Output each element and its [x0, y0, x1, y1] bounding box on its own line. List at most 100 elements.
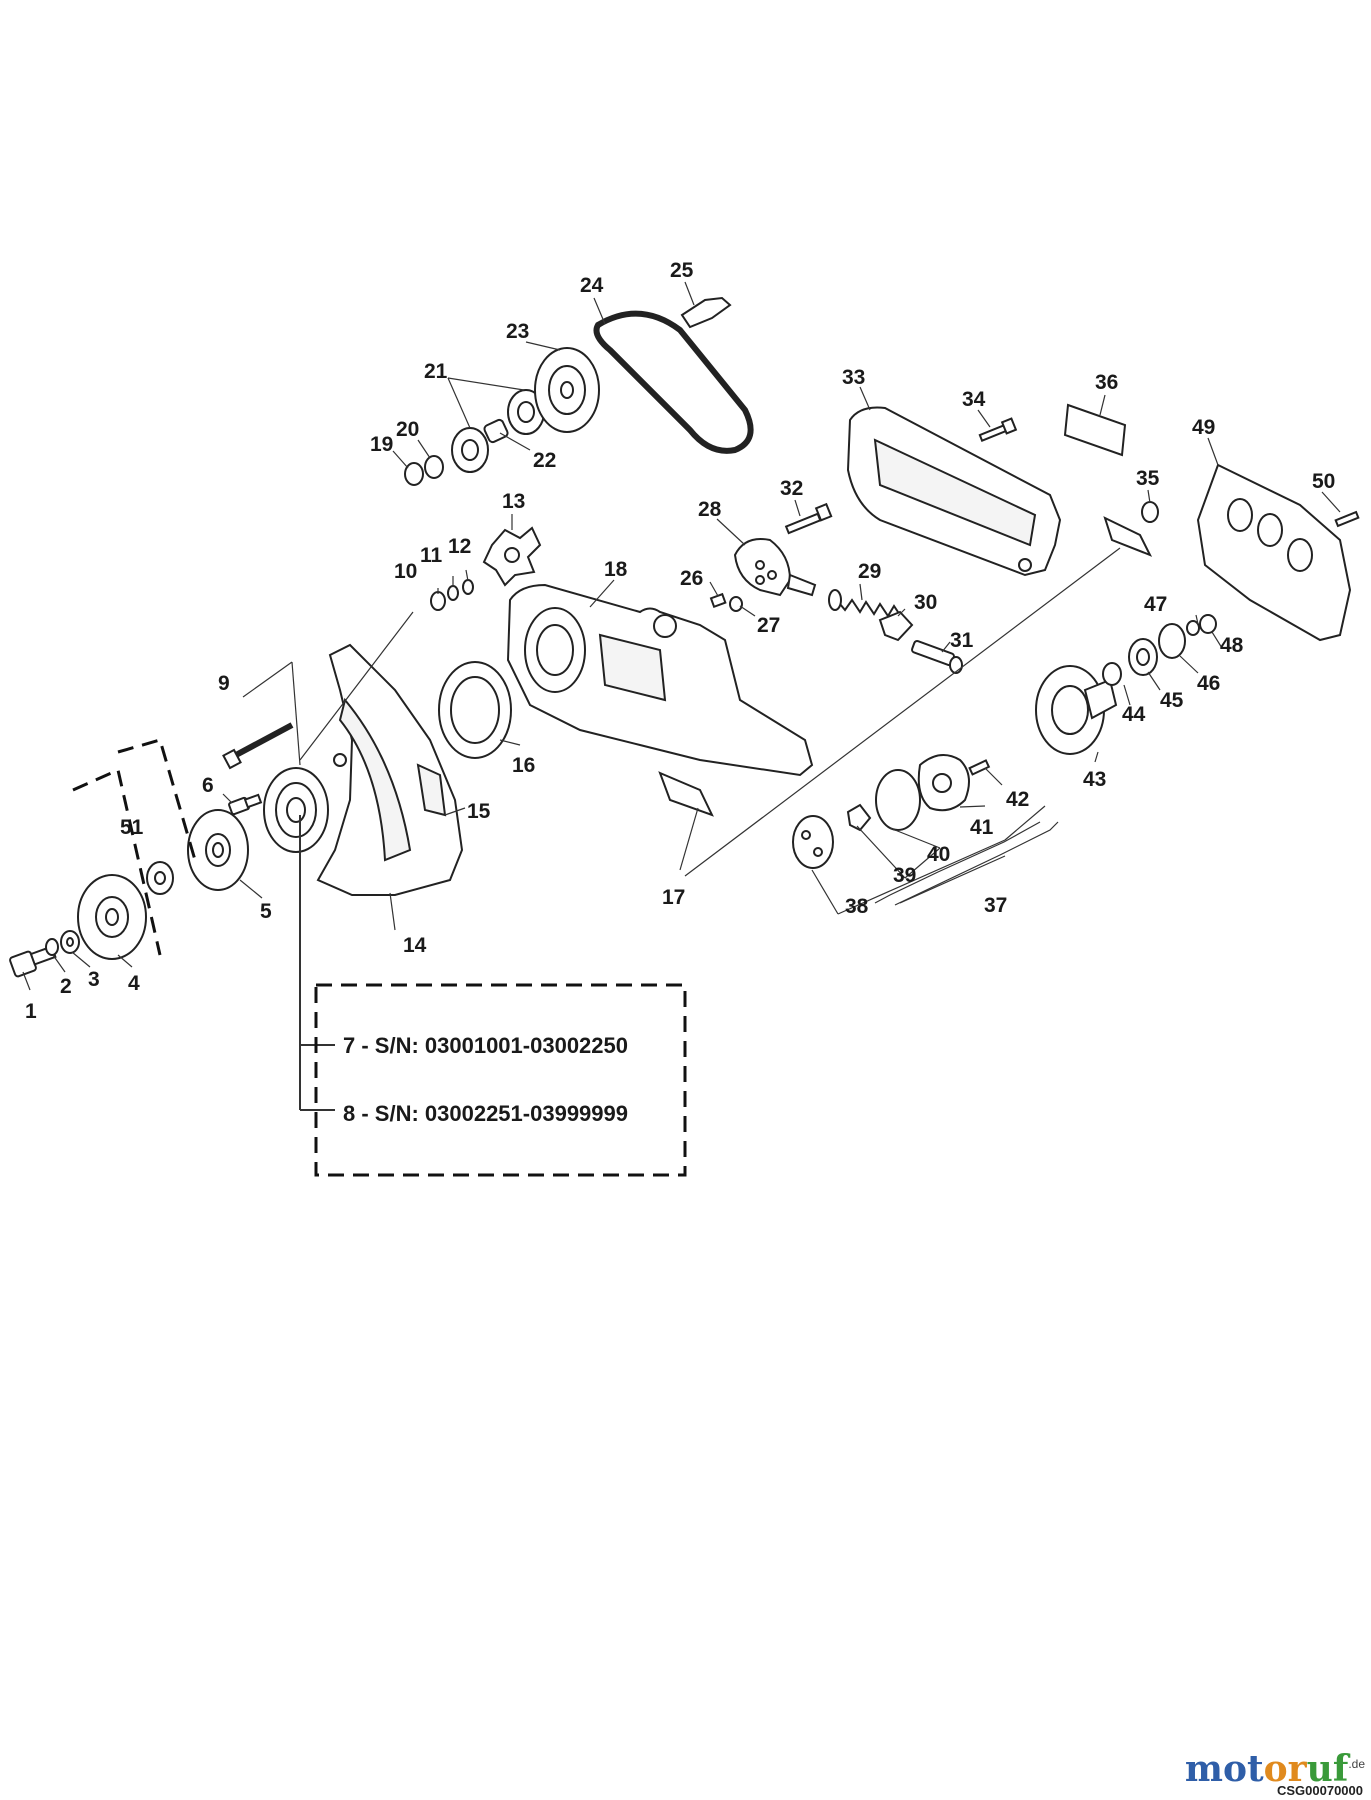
callout-35: 35: [1136, 467, 1160, 490]
callout-23: 23: [506, 320, 529, 343]
callout-25: 25: [670, 259, 694, 282]
callout-2: 2: [60, 975, 72, 998]
callout-47: 47: [1144, 593, 1167, 616]
part-29-spring: [828, 589, 903, 619]
part-2-washer: [45, 938, 59, 956]
callout-6: 6: [202, 774, 214, 797]
part-50-screw: [1334, 510, 1360, 528]
callout-28: 28: [698, 498, 722, 521]
part-30-tensioner: [878, 610, 914, 642]
watermark-logo: motoruf.de: [1184, 1748, 1365, 1790]
callout-36: 36: [1095, 371, 1118, 394]
part-38-plate: [792, 815, 834, 869]
part-10-washer: [430, 591, 446, 611]
leader-lines: [22, 281, 1341, 1111]
part-34-screw: [978, 417, 1018, 442]
callout-41: 41: [970, 816, 994, 839]
callout-43: 43: [1083, 768, 1106, 791]
part-4-flange: [77, 874, 147, 960]
callout-19: 19: [370, 433, 393, 456]
callout-1: 1: [25, 1000, 37, 1023]
part-25-shaft: [680, 296, 732, 329]
note-variant-8: 8 - S/N: 03002251-03999999: [343, 1101, 628, 1126]
callout-labels: 1 2 3 4 5 6 9 10 11 12 13 14 15 16 17 18…: [25, 259, 1335, 1023]
callout-17: 17: [662, 886, 685, 909]
callout-31: 31: [950, 629, 974, 652]
callout-13: 13: [502, 490, 525, 513]
part-35-nut: [1141, 501, 1159, 523]
callout-45: 45: [1160, 689, 1184, 712]
callout-27: 27: [757, 614, 780, 637]
callout-16: 16: [512, 754, 535, 777]
part-28-plate: [733, 538, 817, 597]
callout-50: 50: [1312, 470, 1335, 493]
part-33-belt-cover: [846, 406, 1062, 577]
callout-40: 40: [927, 843, 950, 866]
callout-24: 24: [580, 274, 604, 297]
callout-48: 48: [1220, 634, 1244, 657]
callout-49: 49: [1192, 416, 1215, 439]
part-16-ring: [438, 661, 512, 759]
callout-29: 29: [858, 560, 881, 583]
callout-4: 4: [128, 972, 140, 995]
part-9-bolt: [222, 722, 294, 770]
part-41-clutch-shoes: [917, 754, 970, 812]
callout-9: 9: [218, 672, 230, 695]
part-27-washer: [729, 596, 743, 612]
callout-10: 10: [394, 560, 417, 583]
callout-42: 42: [1006, 788, 1029, 811]
part-20-washer: [424, 455, 444, 479]
part-23-pulley: [534, 347, 600, 433]
part-42-screw: [968, 759, 991, 776]
part-11-washer: [447, 585, 459, 601]
part-12-washer: [462, 579, 474, 595]
callout-30: 30: [914, 591, 937, 614]
callout-26: 26: [680, 567, 703, 590]
part-24-belt: [593, 310, 754, 454]
drawing-code: CSG00070000: [1276, 1783, 1363, 1798]
callout-3: 3: [88, 968, 100, 991]
part-36-label: [1063, 403, 1127, 457]
part-47-washer: [1186, 620, 1200, 636]
callout-33: 33: [842, 366, 865, 389]
callout-15: 15: [467, 800, 491, 823]
part-43-clutch-drum: [1035, 665, 1118, 755]
part-18-arm-housing: [506, 583, 814, 777]
part-5-flange: [187, 809, 249, 891]
callout-44: 44: [1122, 703, 1146, 726]
callout-51: 51: [120, 816, 144, 839]
callout-18: 18: [604, 558, 628, 581]
part-51-bushing: [146, 861, 174, 895]
dashed-sn-box: [314, 983, 687, 1177]
callout-34: 34: [962, 388, 986, 411]
callout-11: 11: [420, 544, 443, 567]
callout-37: 37: [984, 894, 1007, 917]
callout-20: 20: [396, 418, 419, 441]
callout-12: 12: [448, 535, 471, 558]
part-26-screw: [709, 592, 727, 609]
part-45-bearing: [1128, 638, 1158, 676]
callout-21: 21: [424, 360, 448, 383]
part-17-plate: [658, 516, 1153, 817]
part-7-8-hub: [263, 767, 329, 853]
callout-14: 14: [403, 934, 427, 957]
callout-46: 46: [1197, 672, 1220, 695]
part-44-bushing: [1102, 662, 1122, 686]
part-13-knob: [482, 526, 542, 587]
callout-32: 32: [780, 477, 803, 500]
part-40-spring: [875, 769, 921, 831]
callout-38: 38: [845, 895, 869, 918]
callout-39: 39: [893, 864, 916, 887]
part-48-nut: [1199, 614, 1217, 634]
part-19-nut: [404, 462, 424, 486]
part-39-spring-clip: [846, 803, 872, 832]
callout-5: 5: [260, 900, 272, 923]
part-6-screw: [228, 793, 263, 816]
part-14-blade-guard: [316, 643, 464, 896]
part-49-clutch-cover: [1196, 463, 1352, 642]
part-22-spacer: [483, 418, 509, 444]
part-32-screw: [784, 502, 833, 535]
part-3-washer: [60, 930, 80, 954]
part-46-circlip: [1158, 623, 1186, 659]
